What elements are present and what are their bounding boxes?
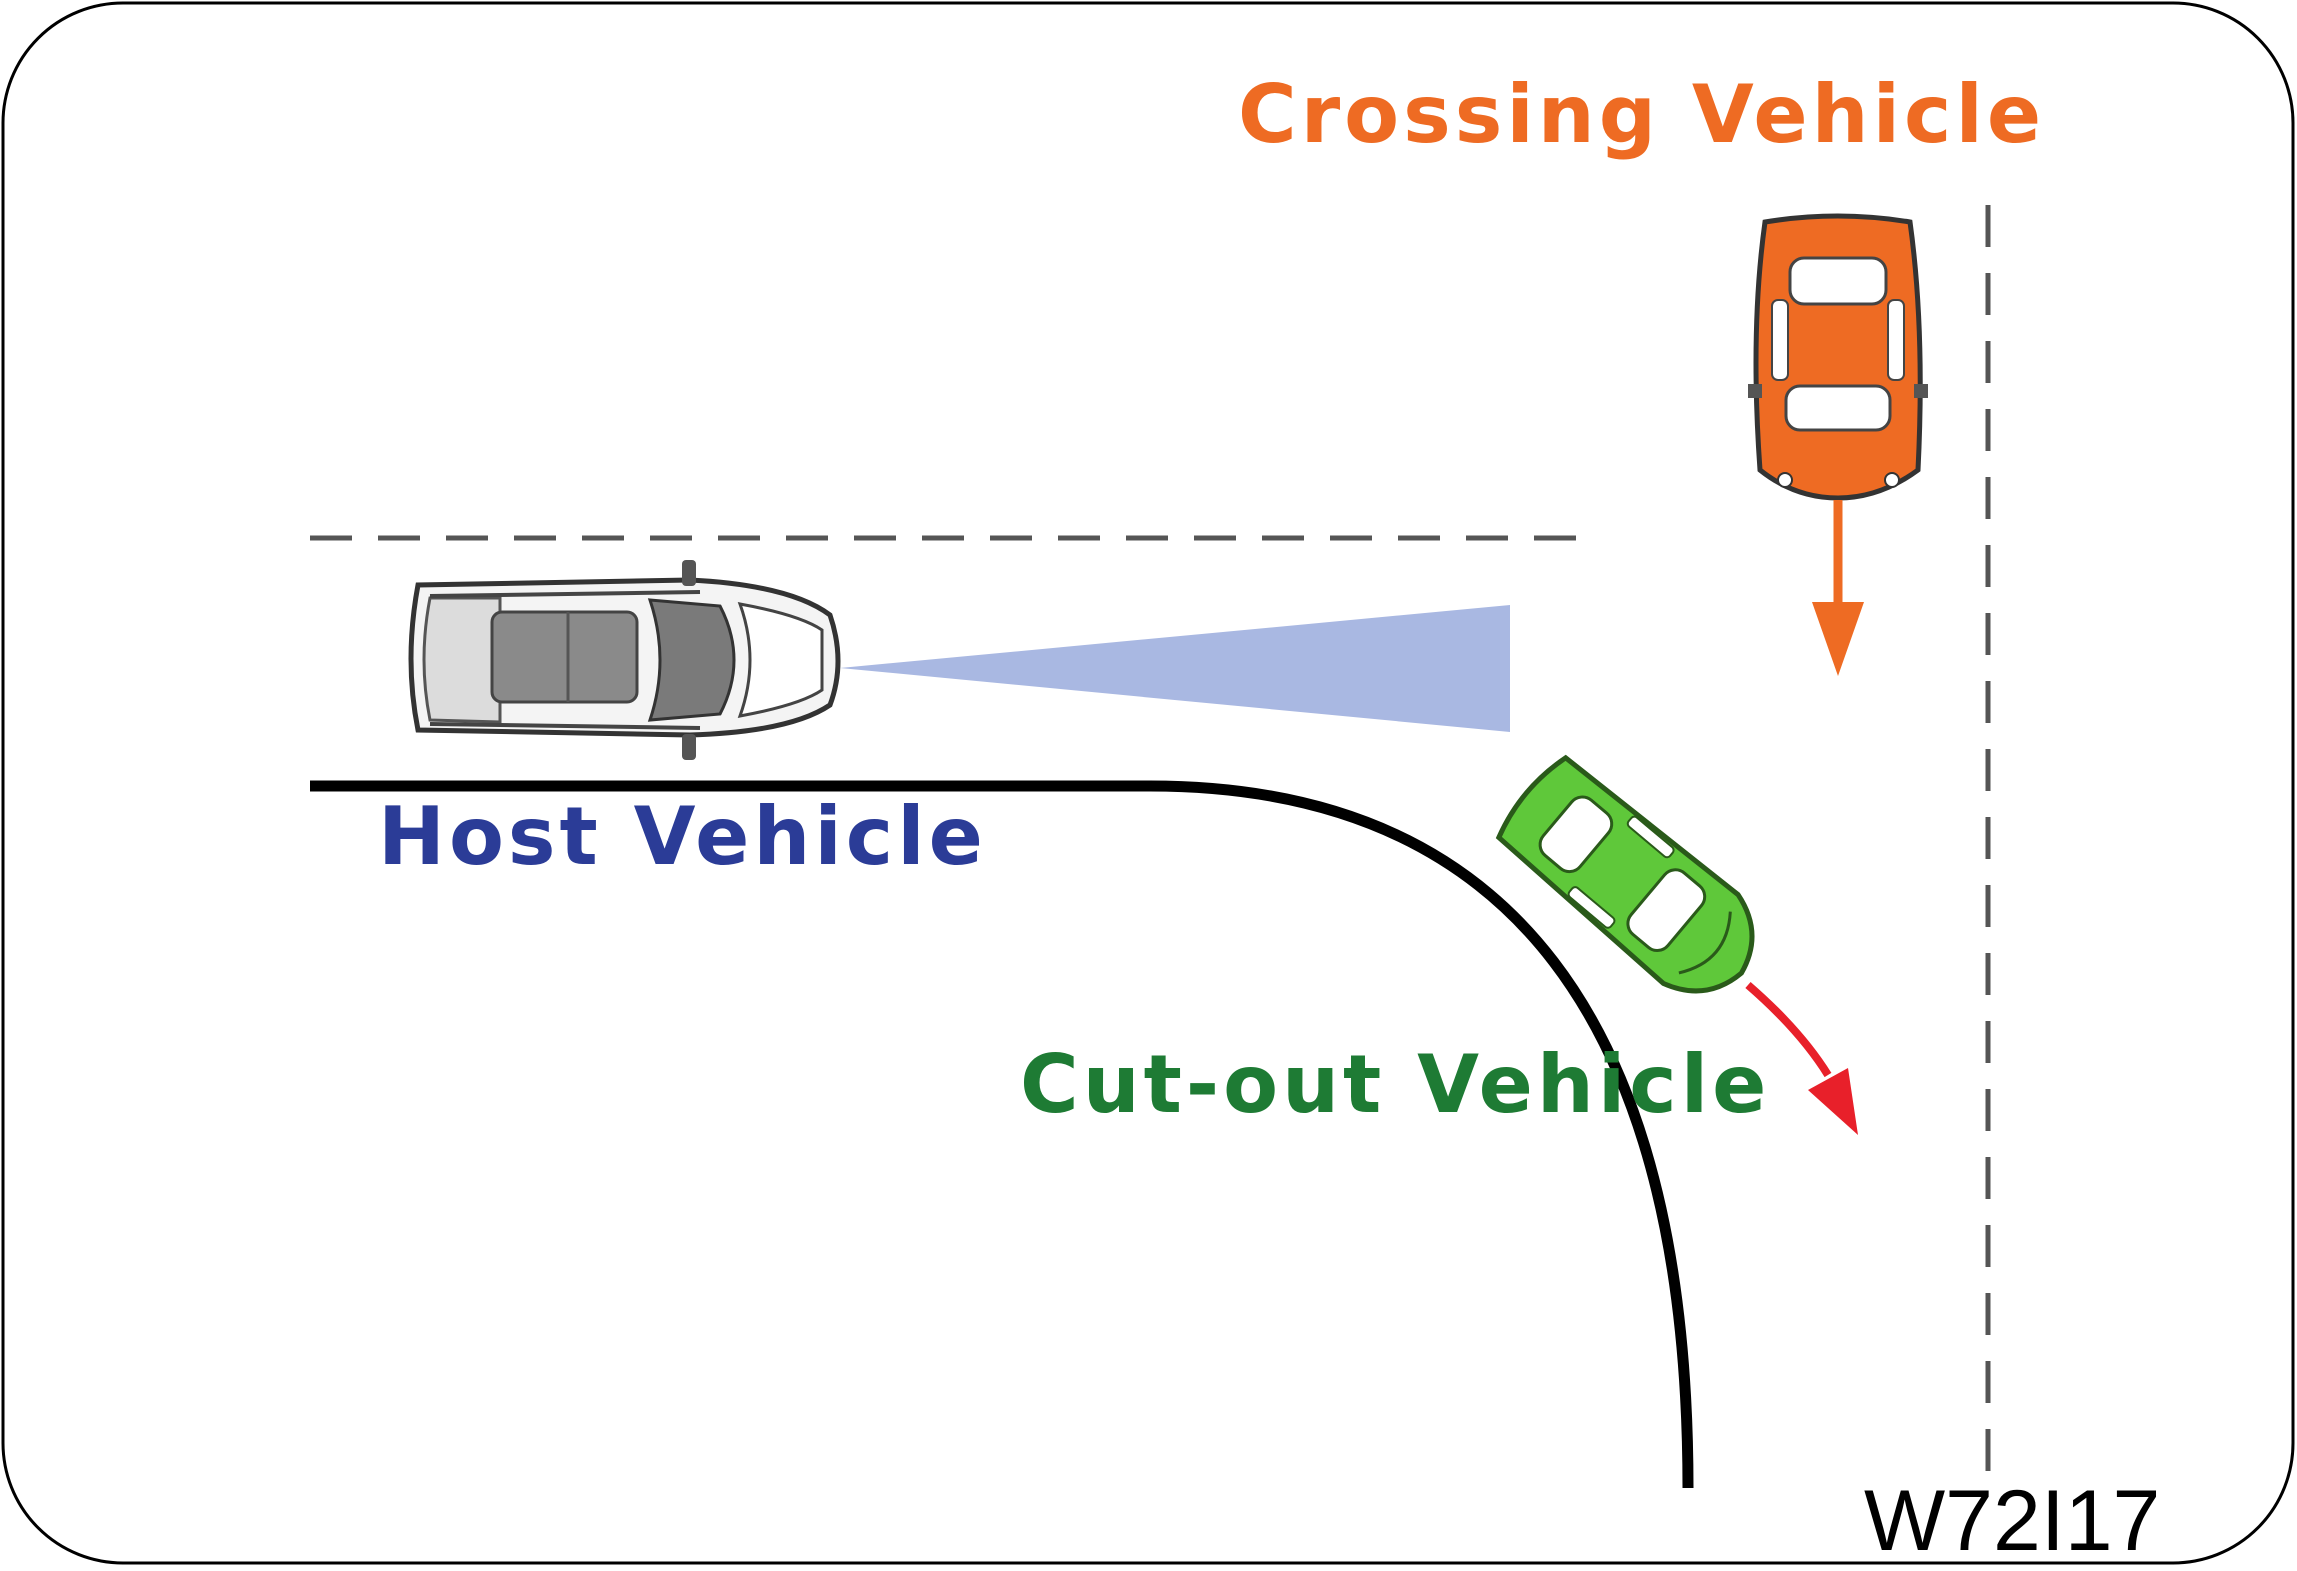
cutout-direction-arrow-icon [1745,981,1858,1135]
host-vehicle-icon [408,560,841,760]
host-vehicle-label: Host Vehicle [378,790,987,883]
cutout-vehicle-label: Cut-out Vehicle [1020,1038,1771,1131]
sensor-beam [840,605,1510,732]
cutout-vehicle-icon [1495,754,1755,994]
figure-code: W72I17 [1864,1473,2161,1569]
crossing-vehicle-icon [1748,213,1928,501]
road-edge-curve [310,780,1694,1489]
crossing-direction-arrow-icon [1812,500,1864,676]
crossing-vehicle-label: Crossing Vehicle [1238,68,2046,161]
